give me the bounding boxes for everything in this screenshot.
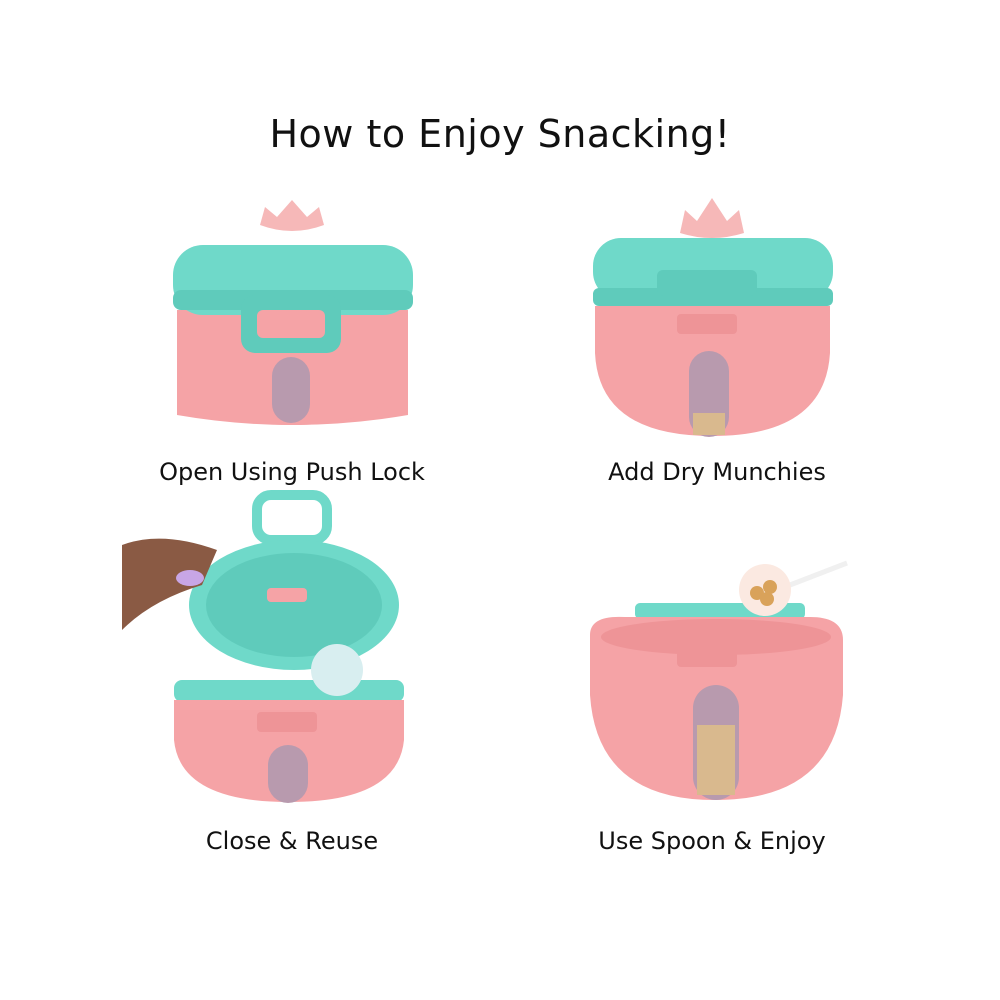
hand-icon xyxy=(122,538,217,630)
container-closed-image xyxy=(173,200,413,425)
step-caption-spoon: Use Spoon & Enjoy xyxy=(598,827,826,855)
crown-knob-icon xyxy=(260,200,324,231)
page-title: How to Enjoy Snacking! xyxy=(269,112,731,156)
step-caption-add: Add Dry Munchies xyxy=(608,458,826,486)
step-caption-open: Open Using Push Lock xyxy=(159,458,425,486)
spoon-icon xyxy=(789,560,848,588)
container-filled-image xyxy=(593,198,833,437)
container-spoon-image xyxy=(590,560,848,800)
container-open-lid-image xyxy=(122,490,404,803)
crown-knob-icon xyxy=(680,198,744,238)
step-caption-close: Close & Reuse xyxy=(205,827,379,855)
